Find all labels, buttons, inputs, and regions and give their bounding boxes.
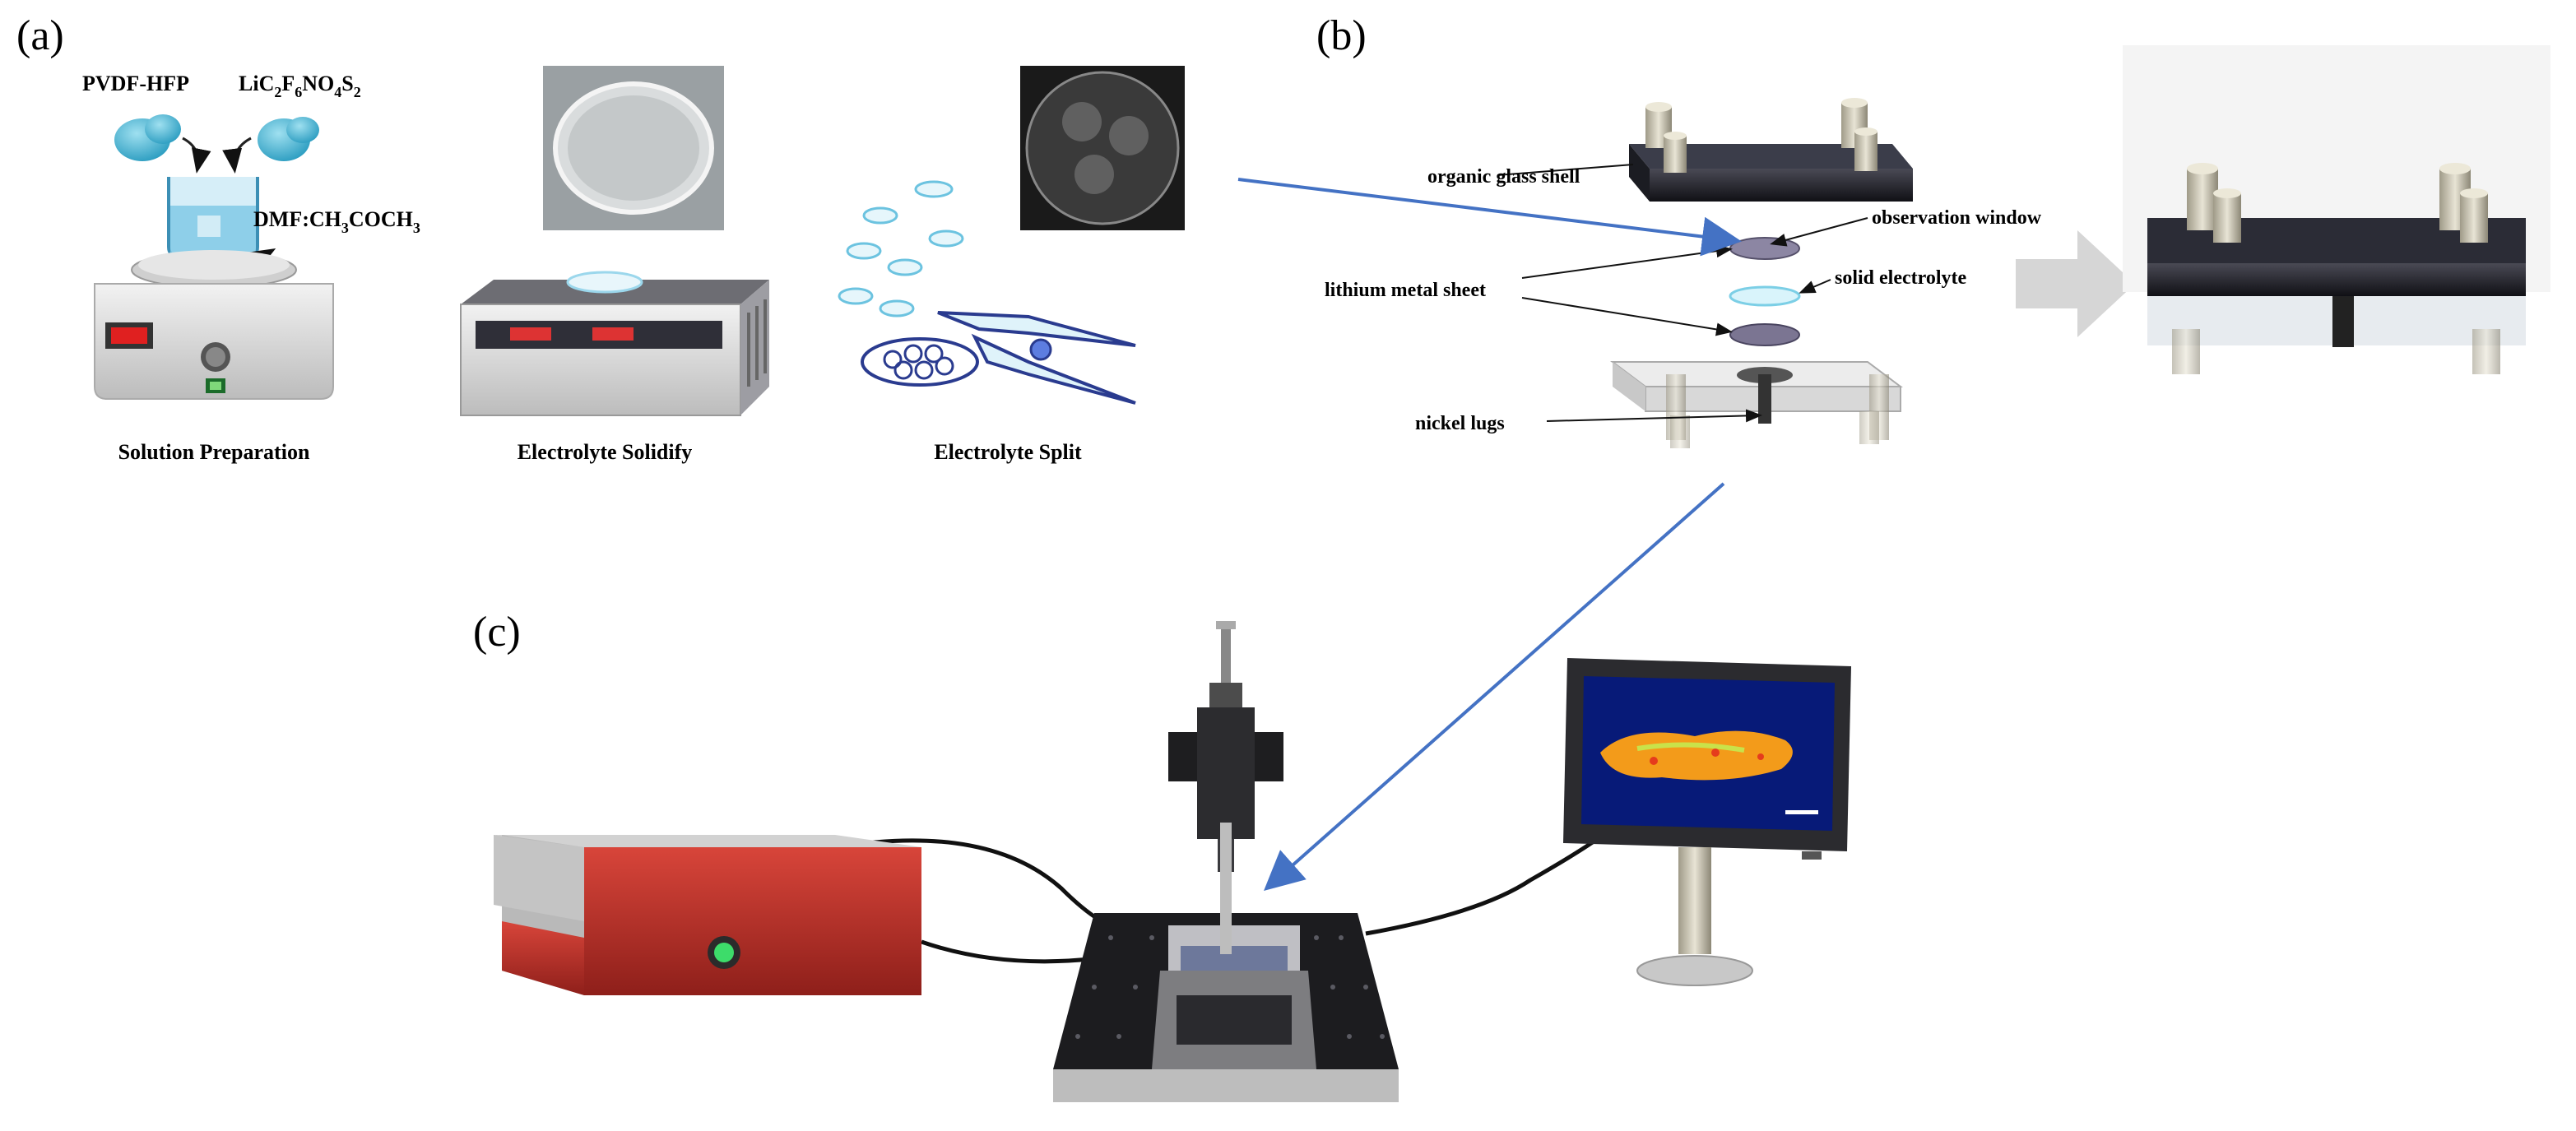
label-solvent: DMF:CH3COCH3 [253,207,420,236]
leader-nickel-lugs [1546,409,1762,423]
microscope [1168,621,1283,954]
petri-dish-photo [543,66,724,230]
punch-cutter-icon [861,311,1136,405]
pvdf-pellet-icon [114,114,181,161]
leader-lithium-sheet-bottom [1521,297,1733,336]
leader-observation-window [1770,217,1868,247]
electrolyte-disc-icons [838,180,964,318]
drying-oven-icon [460,271,769,416]
step-label-electrolyte-split: Electrolyte Split [934,440,1082,464]
step-label-electrolyte-solidify: Electrolyte Solidify [518,440,693,464]
leader-organic-glass-shell [1497,164,1634,176]
cable-monitor-to-stage [1365,829,1610,936]
optical-table [1053,913,1399,1102]
cut-electrolyte-photo [1020,66,1185,230]
label-solid-electrolyte: solid electrolyte [1835,267,1967,289]
flow-arrow-a-to-b [1237,178,1742,257]
label-lithium-metal-sheet: lithium metal sheet [1325,280,1486,301]
monitor [1563,658,1851,986]
step-label-solution-preparation: Solution Preparation [118,440,310,464]
label-nickel-lugs: nickel lugs [1415,413,1505,434]
panel-label-c: (c) [473,609,521,656]
flow-arrow-b-to-c [1264,482,1725,891]
pour-arrow-right [222,137,252,174]
leader-solid-electrolyte [1799,279,1831,294]
leader-lithium-sheet-top [1521,244,1733,279]
label-observation-window: observation window [1872,207,2042,229]
assembly-arrow [2016,230,2135,337]
panel-label-a: (a) [16,12,64,59]
label-polymer: PVDF-HFP [82,72,189,95]
lithium-salt-pellet-icon [258,117,319,161]
beaker-icon [167,177,259,258]
panel-label-b: (b) [1316,12,1367,59]
label-organic-glass-shell: organic glass shell [1427,166,1580,188]
label-lithium-salt: LiC2F6NO4S2 [239,72,361,100]
stirrer-hotplate-icon [94,250,334,400]
cell-exploded-view [1610,98,1913,448]
assembled-cell [2123,45,2550,374]
power-supply [494,835,921,995]
pour-arrow-left [182,137,211,174]
